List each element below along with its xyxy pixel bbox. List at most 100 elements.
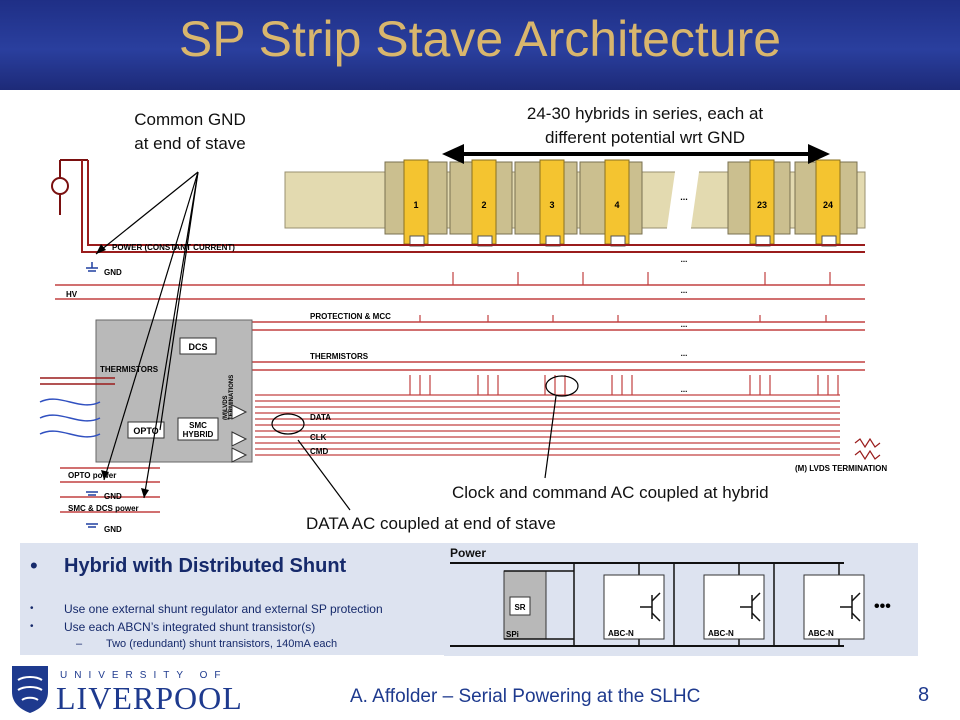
university-crest-icon — [12, 666, 48, 713]
hybrid-4: 4 — [579, 159, 643, 247]
smc-hybrid-box — [177, 417, 219, 441]
stave-gap — [666, 165, 700, 235]
spi-label: SPi — [506, 630, 519, 639]
data-coupling-ellipse — [271, 413, 305, 435]
sr-label: SR — [514, 603, 525, 612]
hybrid-1: 1 — [384, 159, 448, 247]
logo-line-university: UNIVERSITY OF — [60, 670, 228, 681]
hybrid-label-1: 1 — [413, 200, 418, 210]
data-lines — [255, 394, 840, 456]
smc-hybrid-label: HYBRID — [183, 430, 214, 439]
bullet-main: Hybrid with Distributed Shunt — [64, 555, 347, 577]
hybrid-3: 3 — [514, 159, 578, 247]
lower-power-lines — [60, 467, 160, 513]
abcn-label-2: ABC-N — [708, 629, 734, 638]
hybrids-line2: different potential wrt GND — [545, 128, 745, 147]
power-line — [81, 160, 865, 253]
bullet-item-2: Use each ABCN’s integrated shunt transis… — [64, 620, 316, 634]
lvds-termination-label: (M) LVDS TERMINATION — [795, 464, 887, 473]
smc-label: SMC — [189, 421, 207, 430]
gnd-label-top: GND — [104, 268, 122, 277]
hybrids-line1: 24-30 hybrids in series, each at — [526, 104, 764, 123]
opto-power-label: OPTO power — [68, 471, 116, 480]
hybrids-annotation: 24-30 hybrids in series, each at differe… — [470, 102, 820, 150]
data-ac-annotation: DATA AC coupled at end of stave — [306, 514, 556, 533]
clock-pointer-line — [544, 395, 557, 479]
hybrid-label-24: 24 — [823, 200, 833, 210]
page-number: 8 — [918, 684, 930, 706]
current-source-icon — [51, 159, 88, 215]
abcn-label-1: ABC-N — [608, 629, 634, 638]
bullet-dot-small: • — [30, 603, 34, 614]
schematic-ellipsis: ••• — [874, 598, 891, 615]
svg-text:...: ... — [681, 385, 688, 394]
svg-text:...: ... — [681, 286, 688, 295]
abcn-label-3: ABC-N — [808, 629, 834, 638]
hybrids-span-arrow — [442, 144, 830, 164]
pointer-arrowheads — [96, 244, 149, 498]
gnd-symbol-top — [86, 262, 98, 272]
box-thermistors-label: THERMISTORS — [100, 365, 159, 374]
hybrid-ellipsis: ... — [680, 192, 688, 202]
driver-triangles — [231, 404, 248, 463]
shunt-schematic: Power SR SPi ABC-N ABC-N ABC-N — [444, 543, 918, 656]
abcn-block-3: ABC-N — [803, 574, 865, 640]
gnd-label-bottom: GND — [104, 525, 122, 534]
svg-text:...: ... — [681, 320, 688, 329]
hybrid-label-4: 4 — [614, 200, 619, 210]
hv-label: HV — [66, 290, 78, 299]
hybrid-23: 23 — [727, 159, 791, 247]
hybrid-24: 24 — [794, 159, 858, 247]
fibre-loops — [39, 398, 101, 438]
sr-box — [509, 596, 531, 616]
thermistor-cable — [40, 377, 115, 385]
bullet-subitem: Two (redundant) shunt transistors, 140mA… — [106, 638, 338, 650]
smc-dcs-power-label: SMC & DCS power — [68, 504, 139, 513]
protection-label: PROTECTION & MCC — [310, 312, 391, 321]
bullet-item-1: Use one external shunt regulator and ext… — [64, 602, 383, 616]
stave-diagram: 1 2 3 4 23 24 ... — [39, 144, 887, 534]
common-gnd-annotation: Common GND at end of stave — [100, 108, 280, 156]
svg-text:...: ... — [681, 255, 688, 264]
bullet-subitem-dash: – — [76, 638, 83, 650]
end-of-stave-card — [95, 319, 253, 463]
hv-line — [55, 284, 865, 300]
svg-text:...: ... — [681, 349, 688, 358]
bullet-dot-small: • — [30, 621, 34, 632]
protection-line — [250, 321, 865, 331]
schematic-power-label: Power — [450, 546, 486, 560]
gnd-symbols-lower — [86, 491, 98, 528]
line-ellipses: ... ... ... ... ... — [681, 255, 688, 394]
cmd-label: CMD — [310, 447, 328, 456]
gnd-label-mid: GND — [104, 492, 122, 501]
common-gnd-line2: at end of stave — [134, 134, 246, 153]
power-line-label: POWER (CONSTANT CURRENT) — [112, 243, 235, 252]
data-pointer-line — [297, 439, 351, 511]
common-gnd-line1: Common GND — [134, 110, 246, 129]
footer-text: A. Affolder – Serial Powering at the SLH… — [350, 686, 701, 707]
mlvds-label: (M)LVDS — [223, 395, 229, 420]
slide-title: SP Strip Stave Architecture — [178, 11, 782, 67]
hybrid-label-23: 23 — [757, 200, 767, 210]
common-gnd-pointers — [95, 171, 199, 499]
bullet-panel: • Hybrid with Distributed Shunt • Use on… — [20, 543, 444, 655]
mlvds-terminations-label: TERMINATIONS — [229, 375, 235, 420]
hybrid-taps — [409, 272, 839, 395]
data-label: DATA — [310, 413, 331, 422]
hybrid-label-2: 2 — [481, 200, 486, 210]
clock-coupling-ellipse — [545, 375, 579, 397]
clk-label: CLK — [310, 433, 327, 442]
thermistors-line — [250, 361, 865, 371]
thermistors-label: THERMISTORS — [310, 352, 369, 361]
abcn-block-1: ABC-N — [603, 574, 665, 640]
hybrid-label-3: 3 — [549, 200, 554, 210]
clock-command-annotation: Clock and command AC coupled at hybrid — [452, 483, 769, 502]
hybrid-2: 2 — [449, 159, 513, 247]
dcs-label: DCS — [188, 342, 207, 352]
dcs-box — [179, 337, 217, 355]
bullet-dot: • — [30, 553, 38, 578]
abcn-block-2: ABC-N — [703, 574, 765, 640]
termination-resistors — [854, 437, 881, 461]
opto-label: OPTO — [133, 426, 158, 436]
title-bar — [0, 0, 960, 90]
